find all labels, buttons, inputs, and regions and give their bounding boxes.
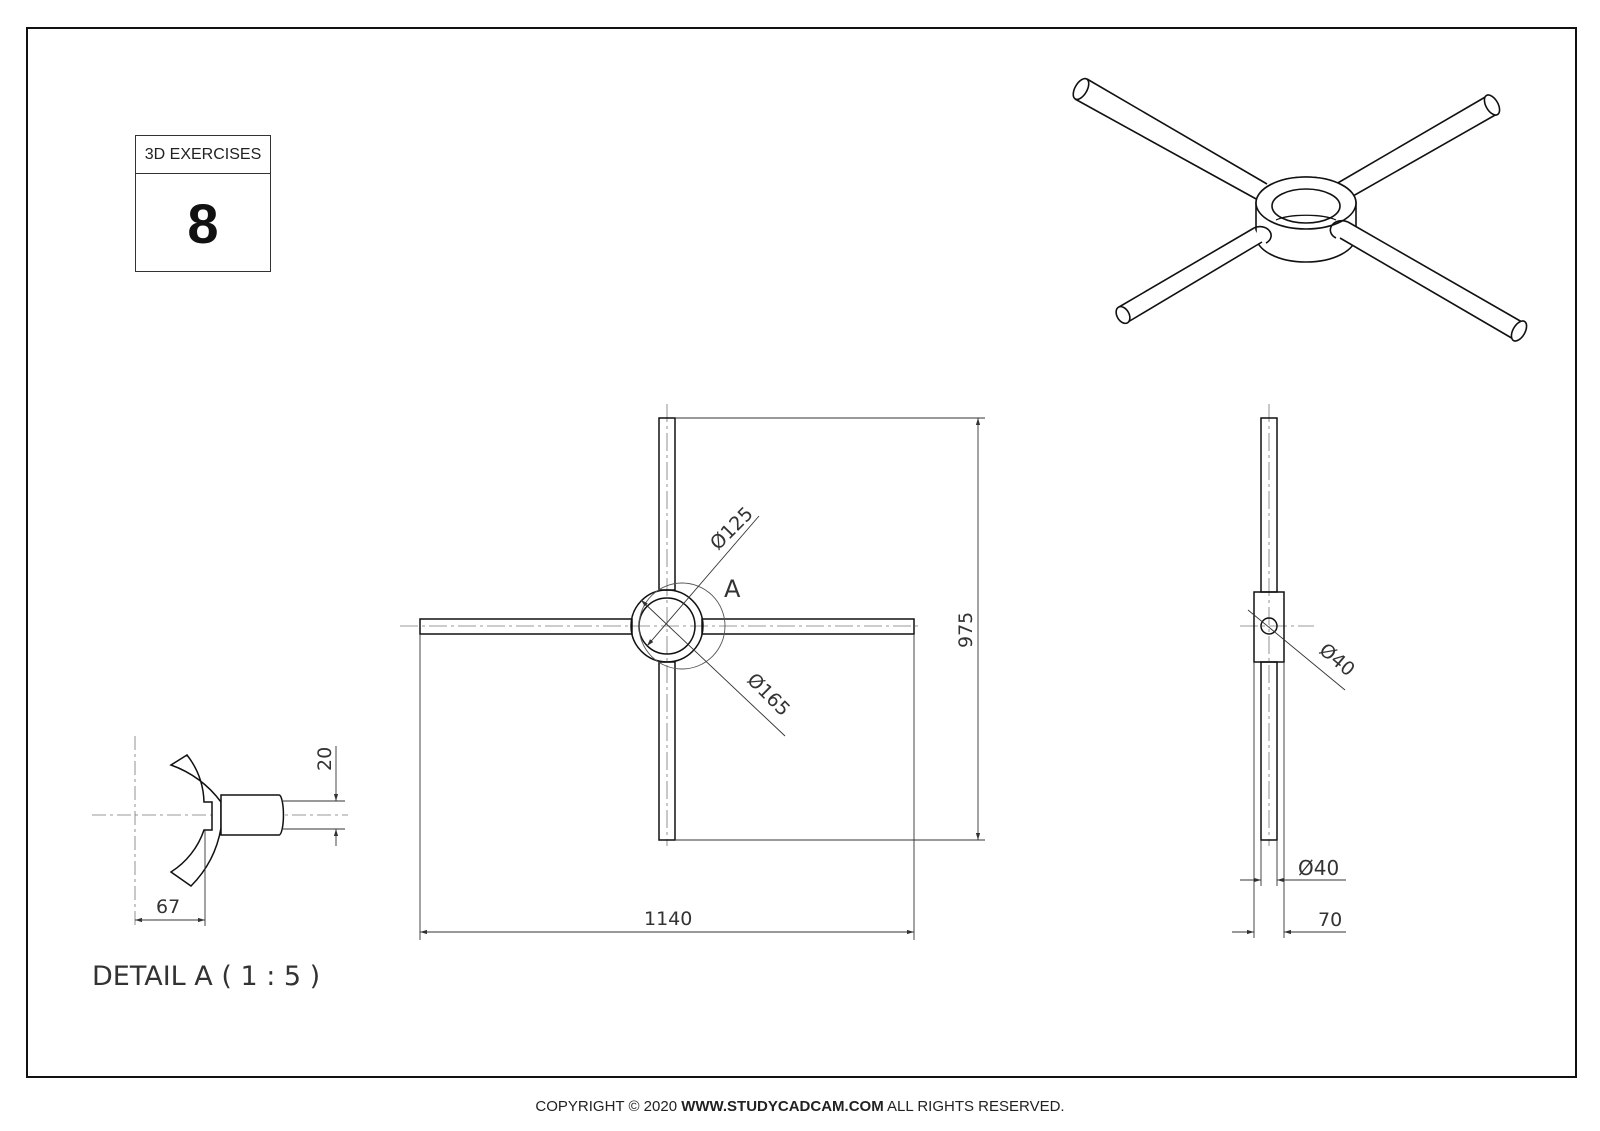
- height-dimension: [675, 417, 985, 841]
- exercise-number: 8: [187, 191, 219, 255]
- side-rod-label: Ø40: [1298, 856, 1339, 880]
- exercise-label: 3D EXERCISES: [136, 136, 270, 174]
- drawing-frame: [26, 27, 1577, 1078]
- copyright-prefix: COPYRIGHT © 2020: [535, 1098, 682, 1115]
- iso-hub: [1255, 176, 1357, 263]
- side-hole-label: Ø40: [1315, 639, 1359, 681]
- side-hub-label: 70: [1318, 909, 1342, 931]
- copyright-footer: COPYRIGHT © 2020 WWW.STUDYCADCAM.COM ALL…: [0, 1098, 1600, 1115]
- copyright-suffix: ALL RIGHTS RESERVED.: [883, 1098, 1065, 1115]
- copyright-site-link[interactable]: WWW.STUDYCADCAM.COM: [681, 1098, 884, 1115]
- width-dimension: [419, 634, 915, 940]
- side-rod-dimension: [1240, 840, 1346, 886]
- detail-a-view: 20 67 DETAIL A ( 1 : 5 ): [92, 736, 348, 992]
- iso-arm-front-right: [1329, 219, 1528, 342]
- detail-title: DETAIL A ( 1 : 5 ): [92, 961, 320, 992]
- detail-a-circle: [638, 582, 726, 670]
- arm-left: [419, 618, 633, 635]
- detail-depth-label: 20: [314, 747, 336, 771]
- detail-marker-label: A: [724, 575, 741, 603]
- arm-right: [701, 618, 915, 635]
- inner-diameter-dimension: [646, 515, 760, 647]
- width-label: 1140: [644, 908, 692, 930]
- inner-diameter-label: Ø125: [706, 503, 758, 555]
- detail-offset-dimension: [135, 830, 206, 926]
- exercise-title-box: 3D EXERCISES 8: [135, 135, 271, 272]
- iso-arm-back-left: [1072, 77, 1268, 201]
- detail-depth-dimension: [282, 746, 345, 846]
- front-view: Ø125 A Ø165 975 1140: [400, 404, 985, 940]
- side-hub-dimension: [1232, 662, 1346, 938]
- outer-diameter-label: Ø165: [742, 669, 794, 721]
- detail-ring-segment: [169, 754, 222, 887]
- side-hole-leader: [1247, 609, 1346, 691]
- detail-offset-label: 67: [156, 896, 180, 918]
- outer-diameter-dimension: [640, 599, 786, 737]
- side-view: Ø40 Ø40 70: [1232, 404, 1359, 938]
- detail-rod-stub: [220, 794, 285, 836]
- isometric-view: [1072, 77, 1528, 342]
- height-label: 975: [955, 612, 977, 648]
- iso-arm-back-right: [1335, 94, 1501, 201]
- hub-outer-circle: [630, 589, 704, 663]
- iso-arm-front-left: [1115, 225, 1272, 325]
- side-hub: [1253, 591, 1285, 663]
- side-hole: [1260, 617, 1278, 635]
